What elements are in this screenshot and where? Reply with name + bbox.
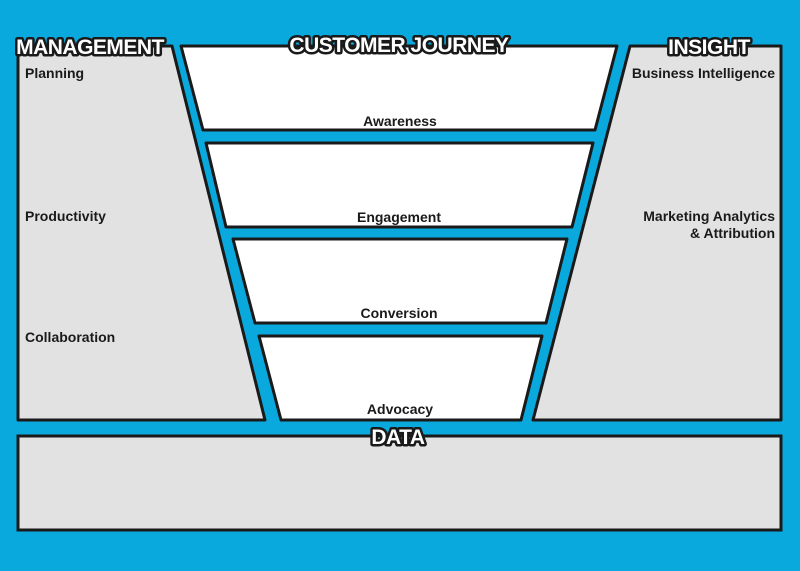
management-item-collaboration: Collaboration (25, 329, 115, 345)
data-panel (16, 434, 783, 532)
funnel-label-conversion: Conversion (360, 305, 437, 321)
funnel-stage-conversion (231, 237, 569, 325)
management-header: MANAGEMENT (16, 36, 164, 59)
funnel-stage-engagement (204, 141, 595, 229)
funnel-label-advocacy: Advocacy (367, 401, 433, 417)
data-header: DATA (371, 426, 425, 449)
insight-panel (531, 44, 783, 422)
insight-header: INSIGHT (668, 36, 750, 59)
funnel-stage-advocacy (257, 334, 544, 422)
insight-item-business-intelligence: Business Intelligence (632, 65, 775, 81)
customer-journey-header: CUSTOMER JOURNEY (289, 34, 509, 57)
funnel-label-engagement: Engagement (357, 209, 441, 225)
funnel-label-awareness: Awareness (363, 113, 437, 129)
insight-item-attribution: & Attribution (690, 225, 775, 241)
insight-item-marketing-analytics: Marketing Analytics (643, 208, 775, 224)
management-item-productivity: Productivity (25, 208, 106, 224)
management-item-planning: Planning (25, 65, 84, 81)
funnel-stage-awareness (179, 44, 619, 132)
management-panel (16, 44, 267, 422)
